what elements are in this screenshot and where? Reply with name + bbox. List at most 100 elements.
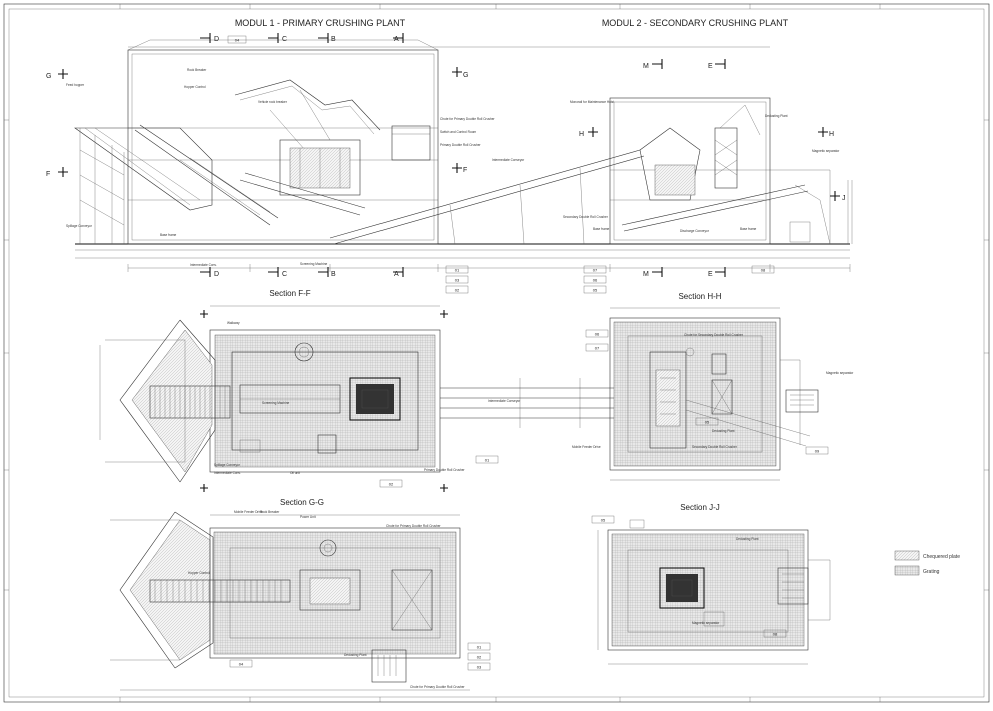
ff-label-screening: Screening Machine [262,401,290,405]
section-gg-title: Section G-G [280,498,324,507]
label-spillage-conveyor: Spillage Conveyor [66,224,93,228]
modul2-title: MODUL 2 - SECONDARY CRUSHING PLANT [602,18,789,28]
legend-grating: Grating [923,569,940,575]
svg-text:B: B [331,36,336,43]
tag-05-hh: 05 [705,420,710,425]
gg-label-hopper-control: Hopper Control [188,571,210,575]
cut-markers-elevation: D C B A D C B A [46,33,846,278]
label-feed-hopper: Feed hopper [66,83,85,87]
section-hh-plan [609,307,819,481]
gg-tags: 04 01 02 03 [229,642,491,671]
cut-mark-e-top: E [708,59,726,70]
section-gg-plan [110,511,470,691]
ff-label-spillage: Spillage Conveyor [214,463,241,467]
label-hopper-control: Hopper Control [184,85,206,89]
label-intermediate-conveyor: Intermediate Conveyor [492,158,525,162]
cut-mark-m-top: M [643,59,663,70]
tag-05-jj: 05 [601,518,606,523]
tag-07-hh: 07 [595,346,600,351]
svg-text:F: F [463,167,467,174]
frame-ticks [4,4,989,702]
label-discharge-conveyor: Discharge Conveyor [680,229,710,233]
jj-label-dedusting: Dedusting Plant [736,537,759,541]
tag-05-elev: 05 [593,288,598,293]
label-magnetic-separator: Magnetic separator [812,149,840,153]
gg-label-rock-breaker: Rock Breaker [260,510,280,514]
cut-mark-b-top: B [318,33,336,43]
cut-mark-c-top: C [268,33,287,43]
label-primary-double-roll: Primary Double Roll Crusher [440,143,482,147]
gg-label-chute-primary: Chute for Primary Double Roll Crusher [386,524,441,528]
jj-tags: 05 08 [591,515,787,638]
tag-09-hh: 09 [815,449,820,454]
legend: Chequered plate Grating [894,550,960,576]
label-switch-room: Switch and Control Room [440,130,476,134]
cut-mark-g-right: G [452,67,468,79]
tag-04-gg: 04 [239,662,244,667]
tag-06-hh: 06 [595,332,600,337]
hh-label-magnetic: Magnetic separator [826,371,854,375]
svg-text:D: D [214,271,219,278]
cut-mark-f-right: F [452,163,467,174]
cut-mark-d-top: D [200,33,219,43]
tag-01-gg: 01 [477,645,482,650]
svg-text:H: H [829,131,834,138]
cut-mark-g-left: G [46,69,68,80]
tag-02-elev: 02 [455,288,460,293]
cut-mark-f-left: F [46,167,68,178]
label-monorail: Monorail for Maintenance Hoist [570,100,614,104]
cut-mark-a-bottom: A [393,267,404,278]
legend-swatch-chequered [894,550,920,561]
svg-text:F: F [46,171,50,178]
hh-label-secondary-crusher: Secondary Double Roll Crusher [692,445,738,449]
label-rock-breaker: Rock Breaker [187,68,207,72]
cut-mark-b-bottom: B [318,267,336,278]
elevation-tags: 04 01 03 02 07 06 05 08 [227,35,775,294]
ff-label-primary-crusher: Primary Double Roll Crusher [424,468,466,472]
legend-swatch-grating [894,565,920,576]
cut-mark-e-bottom: E [708,267,726,278]
tag-03-gg: 03 [477,665,482,670]
svg-text:G: G [46,73,51,80]
label-dedusting-plant: Dedusting Plant [765,114,788,118]
ff-label-intermediate-conv: Intermediate Conv. [214,471,241,475]
label-base-frame-1: Base frame [160,233,177,237]
label-vehicle-rock-breaker: Vehicle rock breaker [258,100,288,104]
tag-08-elev: 08 [761,268,766,273]
jj-label-magnetic: Magnetic separator [692,621,720,625]
svg-text:M: M [643,63,649,70]
cut-mark-c-bottom: C [268,267,287,278]
svg-text:C: C [282,36,287,43]
tag-08-jj: 08 [773,632,778,637]
tag-03-elev: 03 [455,278,460,283]
cut-mark-a-top: A [393,33,404,43]
section-ff-plan [99,305,640,492]
label-intermediate-conv-short: Intermediate Conv. [190,263,217,267]
svg-text:G: G [463,72,468,79]
modul1-title: MODUL 1 - PRIMARY CRUSHING PLANT [235,18,406,28]
gg-label-chute-bottom: Chute for Primary Double Roll Crusher [410,685,465,689]
label-base-frame-2: Base frame [593,227,610,231]
section-jj-plan [597,519,831,665]
gg-label-dedusting: Dedusting Plant [344,653,367,657]
tag-02-ff: 02 [389,482,394,487]
svg-text:A: A [394,271,399,278]
svg-text:J: J [842,195,846,202]
hh-label-dedusting: Dedusting Plant [712,429,735,433]
cut-mark-d-bottom: D [200,267,219,278]
label-chute-primary: Chute for Primary Double Roll Crusher [440,117,495,121]
tag-07-elev: 07 [593,268,598,273]
label-secondary-double-roll: Secondary Double Roll Crusher [563,215,609,219]
tag-02-gg: 02 [477,655,482,660]
cut-mark-h-left: H [579,127,598,138]
tag-06-elev: 06 [593,278,598,283]
svg-text:D: D [214,36,219,43]
ff-label-oil-unit: Oil unit [290,471,300,475]
gg-label-mobile-feeder: Mobile Feeder Drive [234,510,263,514]
svg-text:M: M [643,271,649,278]
label-screening-machine: Screening Machine [300,262,328,266]
svg-text:B: B [331,271,336,278]
ff-label-walkway: Walkway [227,321,240,325]
